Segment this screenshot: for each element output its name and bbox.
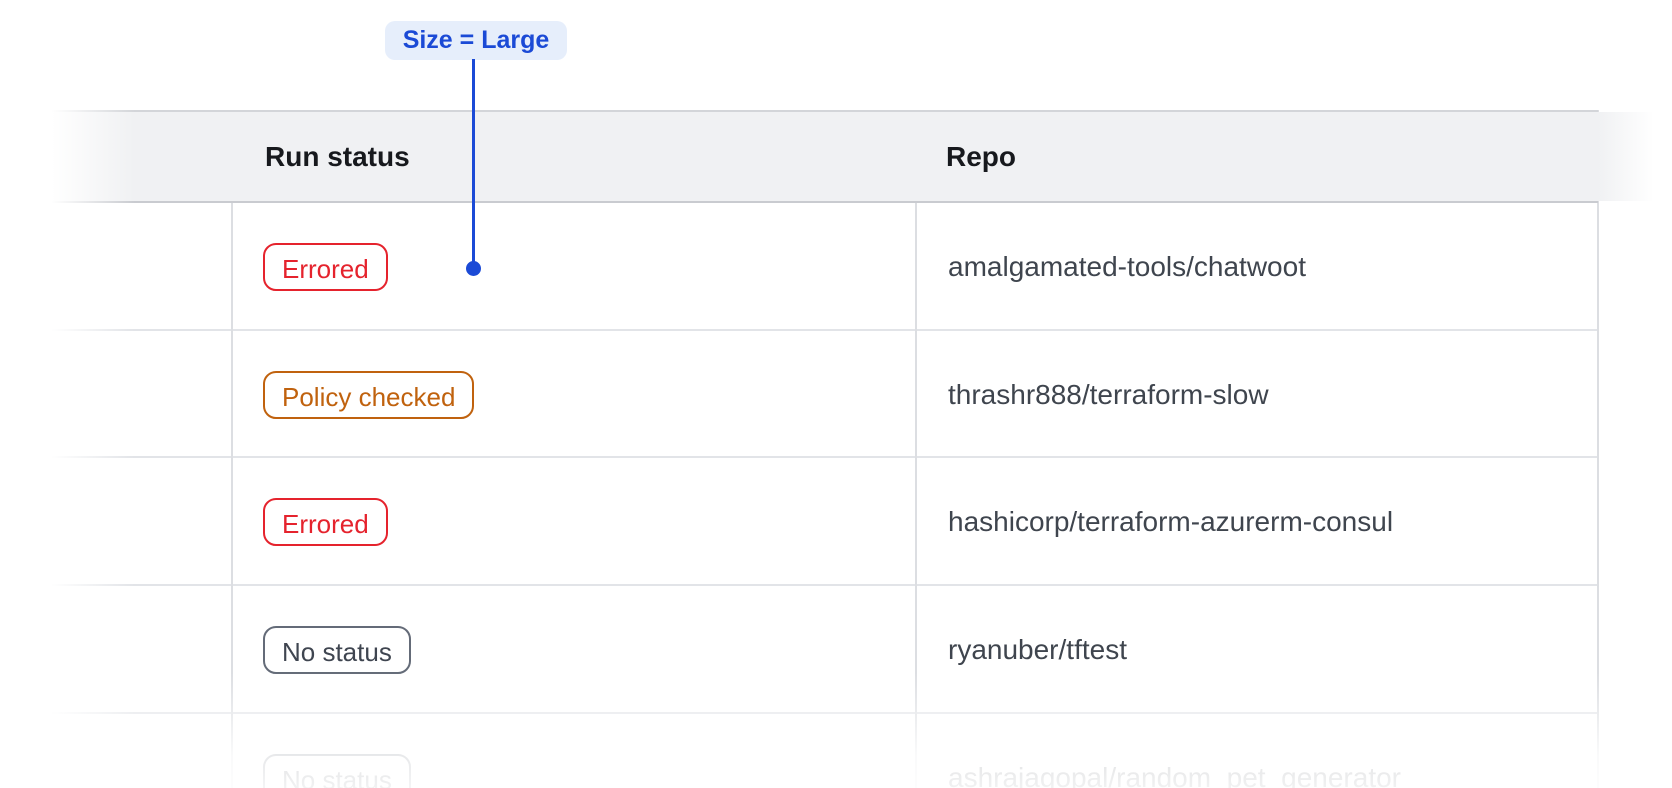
table-header-row: Run status Repo: [45, 110, 1598, 203]
annotation-connector-line: [472, 59, 475, 268]
repo-name: amalgamated-tools/chatwoot: [948, 251, 1306, 283]
table-row[interactable]: Policy checked thrashr888/terraform-slow: [45, 331, 1598, 458]
status-badge: Errored: [263, 243, 388, 291]
status-badge: No status: [263, 626, 411, 674]
table-row[interactable]: Errored amalgamated-tools/chatwoot: [45, 203, 1598, 330]
repo-name: thrashr888/terraform-slow: [948, 379, 1269, 411]
bottom-edge-fade: [0, 672, 1672, 788]
header-cell-repo: Repo: [946, 141, 1016, 173]
annotation-connector-dot: [466, 261, 481, 276]
status-badge: Errored: [263, 498, 388, 546]
header-cell-run-status: Run status: [265, 141, 410, 173]
annotation-label: Size = Large: [403, 26, 550, 55]
repo-name: ryanuber/tftest: [948, 634, 1127, 666]
annotation-callout: Size = Large: [385, 21, 567, 60]
repo-name: hashicorp/terraform-azurerm-consul: [948, 506, 1393, 538]
left-edge-fade: [0, 0, 135, 788]
right-edge-fade: [1642, 0, 1672, 788]
table-row[interactable]: Errored hashicorp/terraform-azurerm-cons…: [45, 458, 1598, 585]
status-badge: Policy checked: [263, 371, 474, 419]
